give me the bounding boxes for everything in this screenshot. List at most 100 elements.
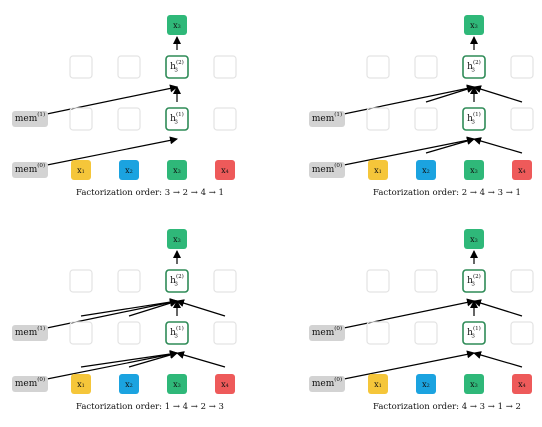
hidden-label-layer1: h(1)3 [170,325,184,339]
target-token: x3 [167,15,187,35]
edge-lower [41,136,178,167]
input-label: x1 [374,380,382,390]
hidden-label-layer2: h(2)3 [467,59,481,73]
inactive-hidden-node [366,321,390,345]
hidden-node-layer1: h(1)3 [165,321,189,345]
hidden-node-layer2: h(2)3 [165,269,189,293]
edge-lower [128,351,178,368]
inactive-hidden-node [510,269,534,293]
target-token: x3 [464,229,484,249]
inactive-hidden-node [117,321,141,345]
input-token-x3: x3 [167,160,187,180]
edge-lower [338,350,475,381]
inactive-hidden-node [213,269,237,293]
hidden-node-layer1: h(1)3 [462,321,486,345]
inactive-hidden-node [117,55,141,79]
factorization-caption: Factorization order: 4 → 3 → 1 → 2 [373,402,521,412]
inactive-hidden-node [366,55,390,79]
inactive-hidden-node [69,55,93,79]
input-label: x4 [221,380,229,390]
panel-1: mem(1) mem(0) h(2)3 h(1)3 x3 x1 x2 x3 x4Factoriz… [12,15,237,198]
hidden-label-layer2: h(2)3 [170,59,184,73]
input-token-x4: x4 [215,374,235,394]
edges [338,36,523,167]
input-label: x3 [173,166,181,176]
hidden-label-layer2: h(2)3 [467,273,481,287]
edge-upper [176,299,226,317]
factorization-caption: Factorization order: 1 → 4 → 2 → 3 [76,402,224,412]
memory-box-upper: mem(1) [309,111,345,127]
input-token-x1: x1 [71,160,91,180]
inactive-hidden-node [69,321,93,345]
memory-label-upper: mem(1) [15,325,45,338]
edge-upper [473,85,523,103]
input-label: x3 [470,166,478,176]
input-label: x2 [125,166,133,176]
edge-upper [473,299,523,317]
input-label: x3 [470,380,478,390]
inactive-hidden-node [117,269,141,293]
input-label: x3 [173,380,181,390]
inactive-hidden-node [510,55,534,79]
input-token-x1: x1 [71,374,91,394]
inactive-hidden-node [414,321,438,345]
target-label: x3 [173,235,181,245]
inactive-hidden-node [213,107,237,131]
inactive-hidden-node [117,107,141,131]
memory-label-lower: mem(0) [312,162,342,175]
hidden-node-layer2: h(2)3 [462,55,486,79]
hidden-label-layer2: h(2)3 [170,273,184,287]
input-label: x1 [77,166,85,176]
input-token-x3: x3 [464,374,484,394]
inactive-hidden-node [510,321,534,345]
input-label: x4 [518,166,526,176]
edge-lower [473,351,523,368]
edge-lower [338,136,475,167]
input-token-x1: x1 [368,160,388,180]
target-token: x3 [167,229,187,249]
input-label: x2 [422,166,430,176]
input-token-x4: x4 [512,374,532,394]
target-label: x3 [470,235,478,245]
edge-upper [80,298,178,317]
inactive-hidden-node [69,269,93,293]
edge-lower [41,350,178,381]
panel-4: mem(0) mem(0) h(2)3 h(1)3 x3 x1 x2 x3 x4Factoriz… [309,229,534,412]
memory-box-lower: mem(0) [309,376,345,392]
memory-box-upper: mem(1) [12,325,48,341]
memory-box-upper: mem(0) [309,325,345,341]
target-token: x3 [464,15,484,35]
edge-lower [80,350,178,368]
inactive-hidden-node [366,269,390,293]
hidden-label-layer1: h(1)3 [170,111,184,125]
inactive-hidden-node [213,321,237,345]
input-token-x2: x2 [416,160,436,180]
hidden-label-layer1: h(1)3 [467,325,481,339]
edge-lower [425,137,475,154]
input-label: x4 [221,166,229,176]
input-label: x2 [125,380,133,390]
edges [41,250,226,381]
memory-box-upper: mem(1) [12,111,48,127]
input-token-x2: x2 [119,160,139,180]
input-token-x4: x4 [512,160,532,180]
edge-upper [128,299,178,317]
inactive-hidden-node [213,55,237,79]
memory-box-lower: mem(0) [309,162,345,178]
input-label: x1 [374,166,382,176]
edge-lower [176,351,226,368]
input-label: x1 [77,380,85,390]
memory-label-upper: mem(1) [15,111,45,124]
input-token-x3: x3 [464,160,484,180]
input-label: x2 [422,380,430,390]
inactive-hidden-node [414,107,438,131]
input-token-x2: x2 [416,374,436,394]
factorization-caption: Factorization order: 3 → 2 → 4 → 1 [76,188,224,198]
target-label: x3 [470,21,478,31]
memory-label-lower: mem(0) [15,162,45,175]
inactive-hidden-node [69,107,93,131]
edge-upper [41,298,178,330]
